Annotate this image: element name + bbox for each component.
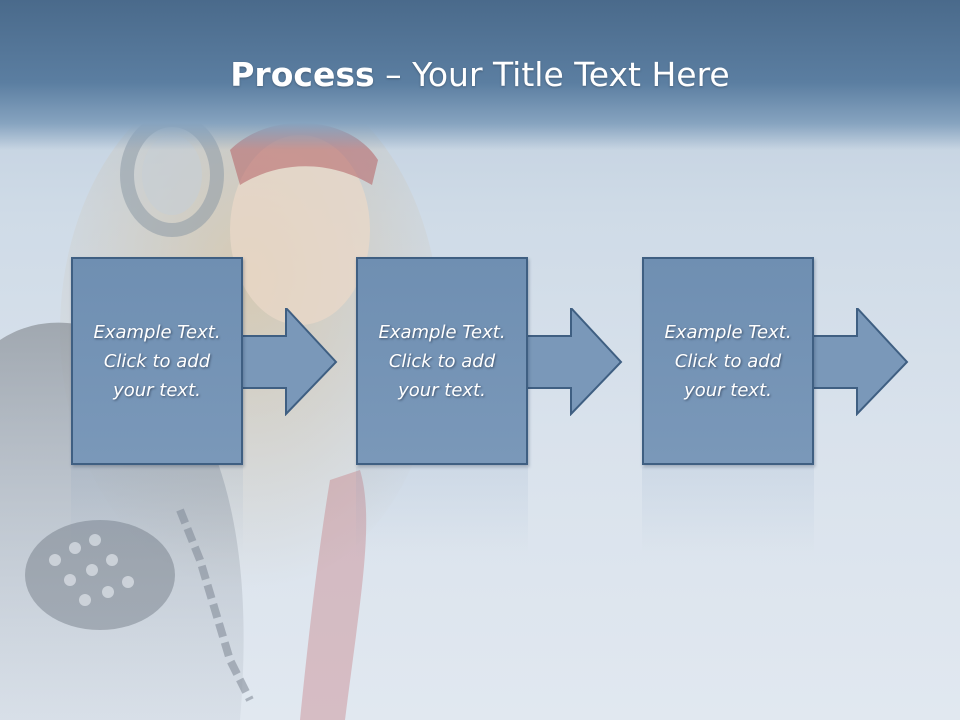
step-3-text[interactable]: Example Text. Click to add your text. <box>644 259 812 463</box>
process-arrow-1[interactable] <box>238 308 338 416</box>
title-rest: – Your Title Text Here <box>374 55 730 94</box>
slide-title[interactable]: Process – Your Title Text Here <box>0 54 960 96</box>
step-3-line-1: Example Text. <box>664 321 792 343</box>
process-step-3[interactable]: Example Text. Click to add your text. <box>642 257 814 465</box>
step-2-reflection <box>356 467 528 557</box>
step-3-line-3: your text. <box>684 379 772 401</box>
step-3-line-2: Click to add <box>674 350 782 372</box>
step-2-text[interactable]: Example Text. Click to add your text. <box>358 259 526 463</box>
step-2-line-3: your text. <box>398 379 486 401</box>
process-step-2[interactable]: Example Text. Click to add your text. <box>356 257 528 465</box>
step-1-line-1: Example Text. <box>93 321 221 343</box>
step-1-line-2: Click to add <box>103 350 211 372</box>
process-arrow-3[interactable] <box>809 308 909 416</box>
process-step-1[interactable]: Example Text. Click to add your text. <box>71 257 243 465</box>
step-2-line-1: Example Text. <box>378 321 506 343</box>
title-band <box>0 0 960 150</box>
step-3-reflection <box>642 467 814 557</box>
title-strong: Process <box>230 55 375 94</box>
step-1-reflection <box>71 467 243 557</box>
step-1-line-3: your text. <box>113 379 201 401</box>
process-arrow-2[interactable] <box>523 308 623 416</box>
step-2-line-2: Click to add <box>388 350 496 372</box>
step-1-text[interactable]: Example Text. Click to add your text. <box>73 259 241 463</box>
